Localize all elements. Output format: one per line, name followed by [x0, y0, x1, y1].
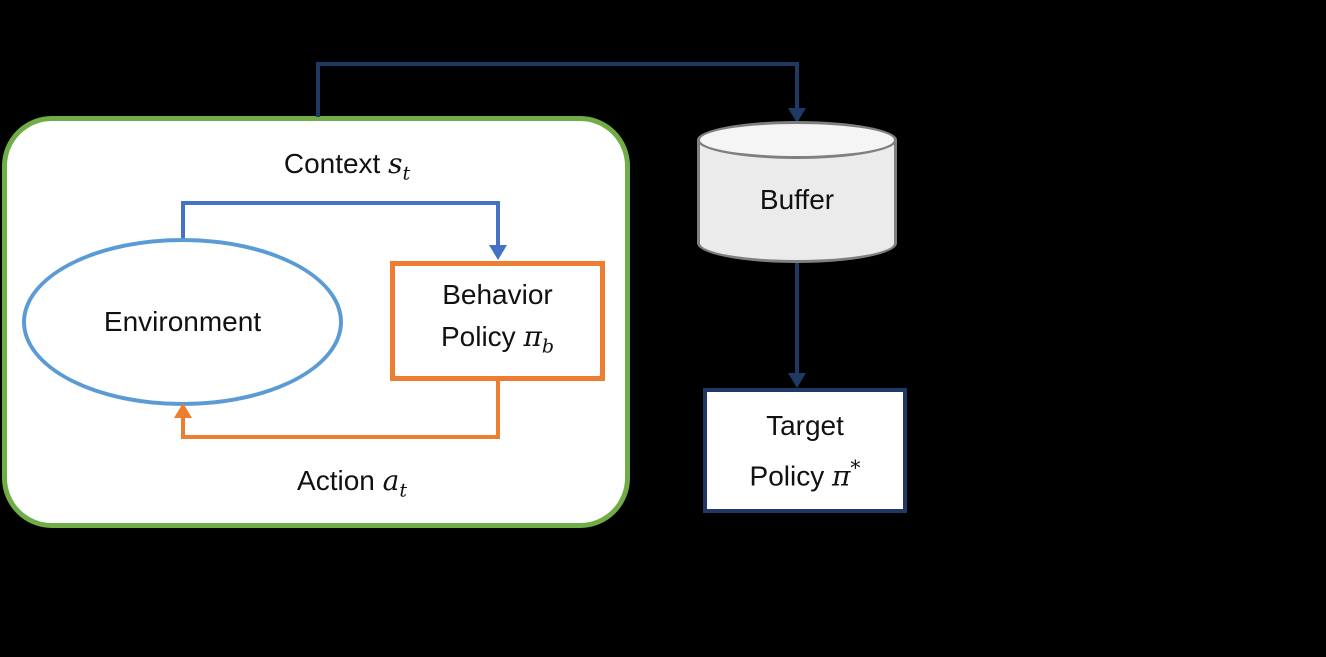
arrowhead-into-buffer-icon: [788, 108, 806, 123]
target-policy-superscript: *: [850, 455, 861, 480]
buffer-cylinder-body: Buffer: [697, 139, 897, 263]
action-label: Action at: [202, 464, 502, 502]
target-policy-node: Target Policy π*: [703, 388, 907, 513]
context-variable: s: [388, 147, 403, 180]
target-policy-line2-text: Policy: [749, 460, 832, 492]
action-variable: a: [382, 464, 400, 497]
environment-label: Environment: [103, 306, 262, 337]
behavior-policy-variable: π: [523, 320, 542, 354]
arrowhead-into-behavior-icon: [489, 245, 507, 260]
behavior-policy-line2: Policy πb: [441, 316, 554, 368]
buffer-label: Buffer: [759, 183, 835, 215]
context-label: Context st: [197, 147, 497, 185]
buffer-cylinder-top: [697, 121, 897, 159]
target-policy-variable: π: [831, 459, 851, 493]
connector-behavior-to-env-segment-right: [496, 381, 500, 439]
connector-env-to-behavior-segment-right: [496, 201, 500, 246]
behavior-policy-line1: Behavior: [442, 279, 553, 311]
connector-context-to-buffer-segment-left: [316, 62, 320, 117]
arrowhead-into-environment-icon: [174, 403, 192, 418]
behavior-policy-subscript: b: [541, 335, 555, 358]
action-label-text: Action: [297, 465, 383, 496]
connector-behavior-to-env-segment-left: [181, 417, 185, 439]
connector-buffer-to-target-segment: [795, 263, 799, 374]
connector-context-to-buffer-segment-top: [316, 62, 799, 66]
connector-env-to-behavior-segment-left: [181, 201, 185, 238]
context-subscript: t: [402, 162, 411, 185]
behavior-policy-line2-text: Policy: [440, 321, 524, 353]
behavior-policy-node: Behavior Policy πb: [390, 261, 605, 381]
connector-env-to-behavior-segment-top: [181, 201, 500, 205]
connector-behavior-to-env-segment-bottom: [181, 435, 500, 439]
arrowhead-into-target-icon: [788, 373, 806, 388]
action-subscript: t: [399, 479, 407, 502]
environment-node: Environment: [22, 238, 343, 406]
target-policy-line2: Policy π*: [750, 447, 861, 497]
context-label-text: Context: [283, 148, 389, 179]
connector-context-to-buffer-segment-right: [795, 62, 799, 109]
target-policy-line1: Target: [766, 409, 844, 441]
buffer-node: Buffer: [697, 121, 897, 263]
